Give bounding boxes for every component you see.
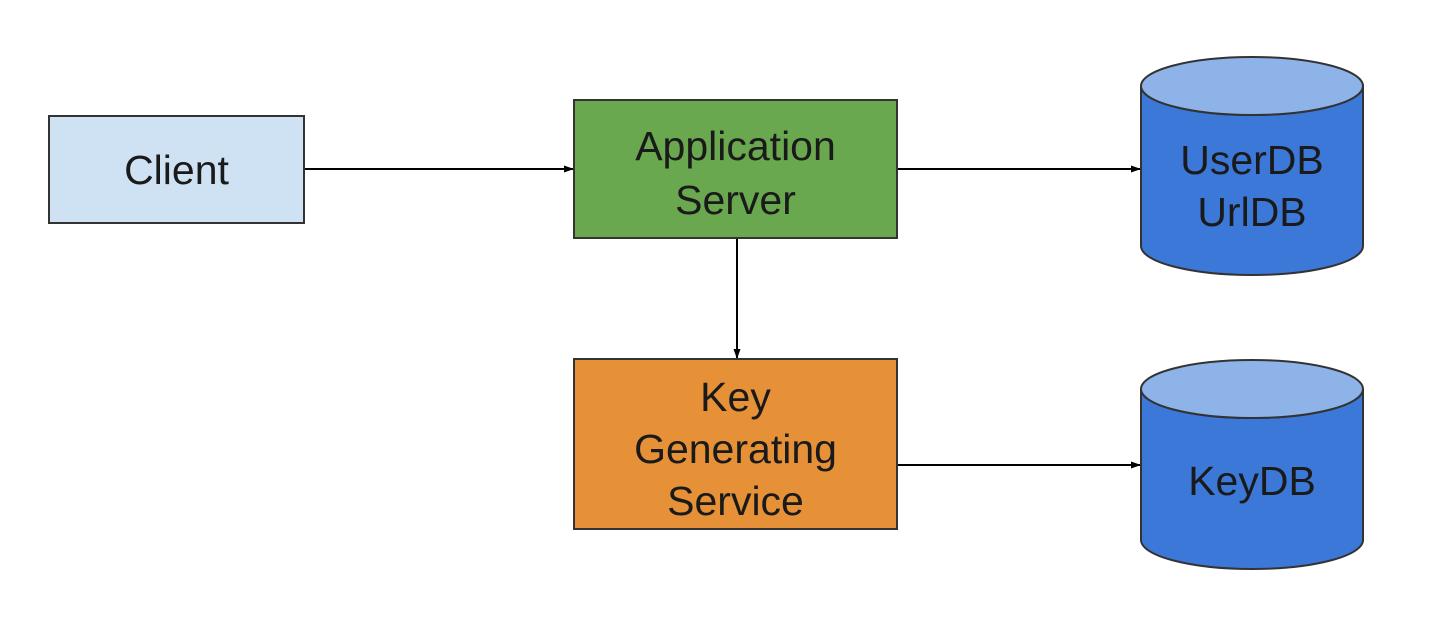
application-server-node: Application Server <box>573 99 898 239</box>
keydb-database: KeyDB <box>1140 359 1364 570</box>
application-server-label-line1: Application <box>635 123 836 169</box>
keydb-label: KeyDB <box>1188 458 1316 504</box>
userdb-urldb-database: UserDB UrlDB <box>1140 56 1364 276</box>
urldb-label: UrlDB <box>1197 189 1306 235</box>
kgs-label-line2: Generating <box>634 426 837 472</box>
application-server-label-line2: Server <box>675 177 796 223</box>
key-generating-service-node: Key Generating Service <box>573 358 898 530</box>
kgs-label-line3: Service <box>667 478 804 524</box>
kgs-label-line1: Key <box>700 374 771 420</box>
client-label: Client <box>124 147 229 193</box>
client-node: Client <box>48 115 305 224</box>
userdb-label: UserDB <box>1180 137 1324 183</box>
